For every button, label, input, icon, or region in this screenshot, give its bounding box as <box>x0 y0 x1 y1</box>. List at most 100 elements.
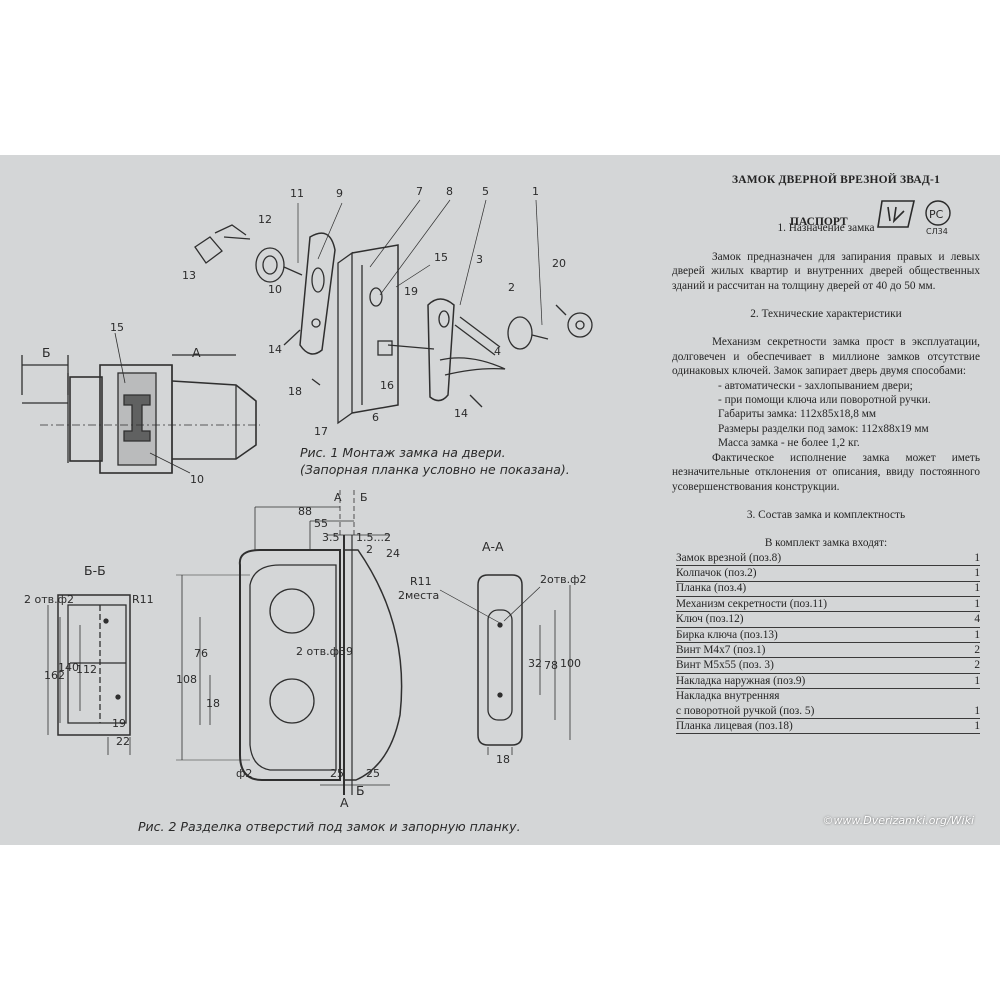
list-item: Винт М5х55 (поз. 3) 2 <box>676 658 980 674</box>
callout-label: 2 <box>508 281 515 294</box>
cert-mark-label: СЛ34 <box>926 227 948 235</box>
callout-label: 15 <box>434 251 448 264</box>
dimension-label: 100 <box>560 657 581 670</box>
dimension-label: 2 отв.ф2 <box>24 593 74 606</box>
section2-intro: Механизм секретности замка прост в экспл… <box>672 336 980 378</box>
dimension-label: 24 <box>386 547 400 560</box>
item-name: Винт М5х55 (поз. 3) <box>676 659 774 672</box>
list-item: с поворотной ручкой (поз. 5)1 <box>676 704 980 720</box>
callout-label: 11 <box>290 187 304 200</box>
callout-label: 14 <box>268 343 282 356</box>
list-item: Винт М4х7 (поз.1) 2 <box>676 643 980 659</box>
list-item: Планка лицевая (поз.18) 1 <box>676 719 980 735</box>
dimension-label: 112 <box>76 663 97 676</box>
item-name: Планка лицевая (поз.18) <box>676 720 793 732</box>
dimension-label: 162 <box>44 669 65 682</box>
item-qty: 1 <box>974 720 980 732</box>
item-qty: 1 <box>974 704 980 717</box>
item-qty: 1 <box>974 674 980 687</box>
section2-heading: 2. Технические характеристики <box>750 308 902 321</box>
item-name: Замок врезной (поз.8) <box>676 551 782 564</box>
callout-label: 10 <box>268 283 282 296</box>
figure2-labels: Б-Б А-А А Б 88 55 3.5 1.5...2 2 24 2 отв… <box>24 491 587 810</box>
dimension-label: 2 отв.ф39 <box>296 645 353 658</box>
item-name: Накладка наружная (поз.9) <box>676 674 806 687</box>
dimension-label: 25 <box>330 767 344 780</box>
item-qty: 2 <box>974 659 980 672</box>
section2-spec: Габариты замка: 112х85х18,8 мм <box>718 408 877 421</box>
item-name: Колпачок (поз.2) <box>676 567 757 580</box>
item-name: Механизм секретности (поз.11) <box>676 597 828 610</box>
list-item: Ключ (поз.12)4 <box>676 612 980 628</box>
dimension-label: 22 <box>116 735 130 748</box>
section3-heading: 3. Состав замка и комплектность <box>746 508 906 521</box>
section2-spec: Масса замка - не более 1,2 кг. <box>718 437 860 450</box>
figure1-labels: 11 9 7 8 5 1 12 13 10 15 19 20 3 2 4 14 … <box>42 185 566 486</box>
scanned-sheet: 11 9 7 8 5 1 12 13 10 15 19 20 3 2 4 14 … <box>0 155 1000 845</box>
item-qty: 1 <box>974 551 980 564</box>
dimension-label: 78 <box>544 659 558 672</box>
callout-label: 12 <box>258 213 272 226</box>
callout-label: 6 <box>372 411 379 424</box>
dimension-label: А <box>192 345 201 360</box>
passport-row: ПАСПОРТ PC СЛ34 <box>672 193 980 237</box>
figure1-caption-line1: Рис. 1 Монтаж замка на двери. <box>300 445 506 460</box>
passport-heading: ПАСПОРТ <box>790 216 848 229</box>
dimension-label: Б <box>42 345 51 360</box>
certification-marks-icon: PC СЛ34 <box>877 200 951 235</box>
callout-label: 9 <box>336 187 343 200</box>
figure2-caption: Рис. 2 Разделка отверстий под замок и за… <box>138 819 521 834</box>
list-item: Планка (поз.4) 1 <box>676 582 980 597</box>
section1-text: Замок предназначен для запирания правых … <box>672 250 980 292</box>
dimension-label: 88 <box>298 505 312 518</box>
list-item: Накладка наружная (поз.9) 1 <box>676 674 980 690</box>
section2-note: Фактическое исполнение замка может иметь… <box>672 451 980 493</box>
dimension-label: 2отв.ф2 <box>540 573 587 586</box>
section2-way: - автоматически - захлопыванием двери; <box>718 379 913 392</box>
figure1-caption-line2: (Запорная планка условно не показана). <box>300 462 570 477</box>
dimension-label: 2места <box>398 589 439 602</box>
item-qty: 1 <box>974 628 980 641</box>
dimension-label: 18 <box>496 753 510 766</box>
dimension-label: 25 <box>366 767 380 780</box>
callout-label: 13 <box>182 269 196 282</box>
dimension-label: 32 <box>528 657 542 670</box>
dimension-label: 19 <box>112 717 126 730</box>
callout-label: 3 <box>476 253 483 266</box>
list-item: Механизм секретности (поз.11)1 <box>676 597 980 613</box>
section3-intro: В комплект замка входят: <box>764 537 888 550</box>
technical-drawings: 11 9 7 8 5 1 12 13 10 15 19 20 3 2 4 14 … <box>21 185 593 810</box>
section2-way: - при помощи ключа или поворотной ручки. <box>718 394 931 407</box>
list-item: Накладка внутренняя <box>676 689 980 703</box>
callout-label: 15 <box>110 321 124 334</box>
dimension-label: 140 <box>58 661 79 674</box>
callout-label: 1 <box>532 185 539 198</box>
document-title: ЗАМОК ДВЕРНОЙ ВРЕЗНОЙ ЗВАД-1 <box>731 174 941 186</box>
drawing-area: 11 9 7 8 5 1 12 13 10 15 19 20 3 2 4 14 … <box>0 155 690 845</box>
dimension-label: 3.5 <box>322 531 340 544</box>
item-qty: 4 <box>974 613 980 626</box>
callout-label: 8 <box>446 185 453 198</box>
section-aa-label: А-А <box>482 539 504 554</box>
item-qty: 1 <box>974 567 980 580</box>
dimension-label: R11 <box>410 575 432 588</box>
dimension-label: Б <box>356 783 365 798</box>
callout-label: 10 <box>190 473 204 486</box>
item-qty: 2 <box>974 644 980 657</box>
callout-label: 14 <box>454 407 468 420</box>
callout-label: 16 <box>380 379 394 392</box>
callout-label: 5 <box>482 185 489 198</box>
dimension-label: А <box>334 491 342 504</box>
item-name: Планка (поз.4) <box>676 582 747 595</box>
cutout-drawings <box>47 490 571 795</box>
item-name: Винт М4х7 (поз.1) <box>676 644 766 657</box>
section2-spec: Размеры разделки под замок: 112х88х19 мм <box>718 422 929 435</box>
dimension-label: 2 <box>366 543 373 556</box>
callout-label: 4 <box>494 345 501 358</box>
passport-text-column: ЗАМОК ДВЕРНОЙ ВРЕЗНОЙ ЗВАД-1 ПАСПОРТ PC … <box>672 173 980 735</box>
callout-label: 18 <box>288 385 302 398</box>
item-qty: 1 <box>974 582 980 595</box>
item-name: Накладка внутренняя <box>676 690 780 703</box>
item-name: Бирка ключа (поз.13) <box>676 628 778 641</box>
dimension-label: 76 <box>194 647 208 660</box>
